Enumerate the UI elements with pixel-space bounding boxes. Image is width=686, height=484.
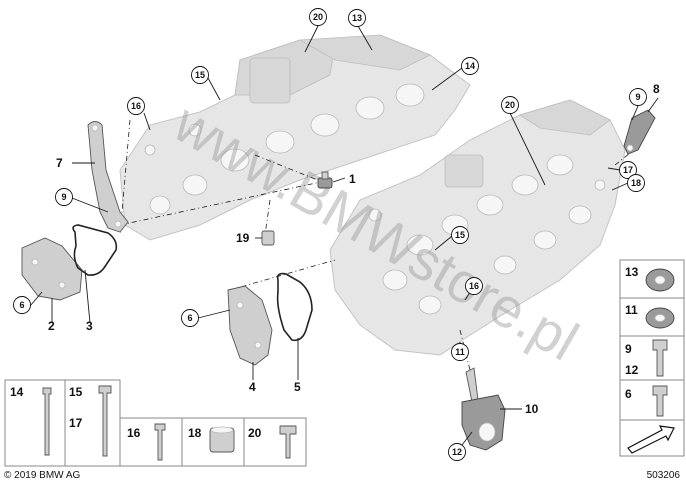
svg-text:18: 18	[631, 178, 641, 188]
legend-box-14: 14	[4, 379, 66, 467]
cover-part-2	[21, 237, 83, 301]
svg-text:15: 15	[69, 385, 83, 399]
lower-cylinder-head	[329, 99, 626, 356]
label-part-3: 3	[86, 319, 93, 333]
svg-text:18: 18	[188, 426, 202, 440]
callout-18-right: 18	[627, 174, 645, 192]
svg-text:11: 11	[455, 347, 465, 357]
callout-16-mid: 16	[465, 277, 483, 295]
svg-text:20: 20	[505, 100, 515, 110]
svg-text:16: 16	[131, 101, 141, 111]
copyright-text: © 2019 BMW AG	[4, 470, 81, 481]
svg-text:6: 6	[187, 313, 192, 323]
leader-lines	[29, 25, 659, 446]
svg-text:12: 12	[452, 447, 462, 457]
direction-arrow-icon	[619, 419, 685, 457]
callout-11-mid: 11	[451, 343, 469, 361]
label-part-4: 4	[249, 380, 256, 394]
label-part-5: 5	[294, 380, 301, 394]
legend-box-11: 11	[619, 297, 685, 337]
svg-text:15: 15	[455, 230, 465, 240]
label-part-2: 2	[48, 319, 55, 333]
svg-text:13: 13	[352, 13, 362, 23]
callout-15-top: 15	[191, 66, 209, 84]
callout-9-left: 9	[55, 188, 73, 206]
gasket-part-3	[72, 224, 118, 276]
sensor-part-8	[623, 109, 656, 155]
svg-text:20: 20	[248, 426, 262, 440]
plug-part-1	[317, 171, 333, 189]
callout-6-mid: 6	[181, 309, 199, 327]
legend-box-9-12: 9 12	[619, 335, 685, 381]
svg-text:12: 12	[625, 363, 639, 377]
legend-box-13: 13	[619, 259, 685, 299]
label-part-19: 19	[236, 231, 250, 245]
label-part-8: 8	[653, 82, 660, 96]
svg-text:16: 16	[127, 426, 141, 440]
bracket-part-7	[87, 121, 129, 233]
legend-box-6: 6	[619, 379, 685, 421]
legend-box-18: 18	[181, 417, 245, 467]
svg-text:14: 14	[465, 61, 475, 71]
gasket-part-5	[276, 272, 313, 342]
svg-text:15: 15	[195, 70, 205, 80]
label-part-7: 7	[56, 156, 63, 170]
legend-box-20: 20	[243, 417, 307, 467]
svg-text:9: 9	[625, 342, 632, 356]
svg-text:14: 14	[10, 385, 24, 399]
svg-text:17: 17	[623, 165, 633, 175]
callout-13-top: 13	[348, 9, 366, 27]
svg-text:9: 9	[635, 92, 640, 102]
diagram-number: 503206	[647, 470, 681, 481]
svg-text:6: 6	[19, 300, 24, 310]
upper-cylinder-head	[119, 34, 471, 241]
svg-text:20: 20	[313, 12, 323, 22]
callout-15-mid: 15	[451, 226, 469, 244]
svg-text:17: 17	[69, 416, 83, 430]
label-part-1: 1	[349, 172, 356, 186]
svg-text:9: 9	[61, 192, 66, 202]
svg-text:11: 11	[625, 303, 638, 317]
sleeve-part-19	[261, 230, 275, 246]
legend-box-15-17: 15 17	[64, 379, 121, 467]
svg-text:6: 6	[625, 387, 632, 401]
legend-box-16: 16	[119, 417, 183, 467]
callout-20-top: 20	[309, 8, 327, 26]
cover-part-4	[227, 285, 273, 366]
callout-12-bottom: 12	[448, 443, 466, 461]
callout-9-right: 9	[629, 88, 647, 106]
callout-17-right: 17	[619, 161, 637, 179]
svg-text:13: 13	[625, 265, 639, 279]
callout-16-top: 16	[127, 97, 145, 115]
label-part-10: 10	[525, 402, 539, 416]
callout-20-right: 20	[501, 96, 519, 114]
actuator-part-10	[461, 367, 506, 451]
callout-14-top: 14	[461, 57, 479, 75]
callout-6-left: 6	[13, 296, 31, 314]
svg-text:16: 16	[469, 281, 479, 291]
